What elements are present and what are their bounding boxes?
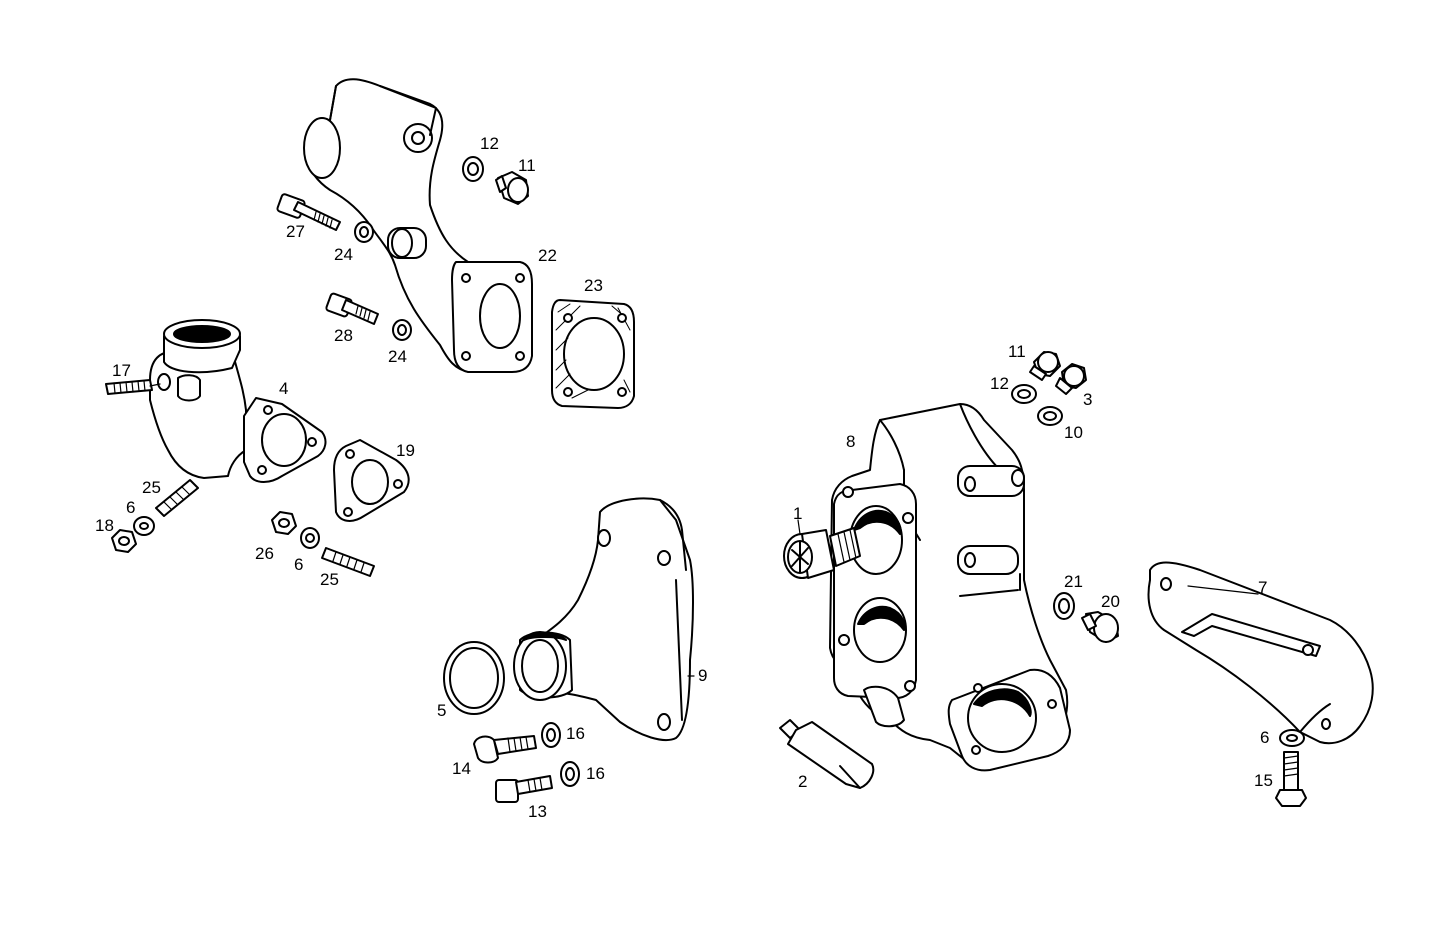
callout-6-middle: 6: [294, 555, 303, 574]
washer-part-16-upper: [541, 722, 561, 748]
callout-8: 8: [846, 432, 855, 451]
callout-12-right: 12: [990, 374, 1009, 393]
washer-part-6-right: [1279, 729, 1305, 747]
leader-lines: [149, 383, 1259, 677]
callout-22: 22: [538, 246, 557, 265]
stud-part-17: [105, 379, 153, 395]
plug-part-11-right: [1029, 351, 1061, 381]
washer-part-12-right: [1011, 384, 1037, 404]
callout-6-left: 6: [126, 498, 135, 517]
callout-19: 19: [396, 441, 415, 460]
thermostat-housing-part-8: [829, 403, 1071, 772]
callout-1: 1: [793, 504, 802, 523]
callout-24-upper: 24: [334, 245, 353, 264]
callout-21: 21: [1064, 572, 1083, 591]
washer-part-6-middle: [300, 527, 320, 549]
callout-16-upper: 16: [566, 724, 585, 743]
nut-part-18: [111, 529, 137, 553]
callout-26: 26: [255, 544, 274, 563]
washer-part-10: [1037, 406, 1063, 426]
stud-part-25-left: [155, 479, 199, 517]
callout-25-left: 25: [142, 478, 161, 497]
support-bracket-part-7: [1147, 561, 1374, 745]
callout-14: 14: [452, 759, 471, 778]
washer-part-16-lower: [560, 761, 580, 787]
callout-28: 28: [334, 326, 353, 345]
callout-16-lower: 16: [586, 764, 605, 783]
plug-part-11-upper: [495, 171, 529, 205]
plug-part-20: [1081, 611, 1119, 643]
bolt-part-27: [276, 193, 341, 231]
washer-part-21: [1053, 592, 1075, 620]
callout-2: 2: [798, 772, 807, 791]
bolt-part-28: [325, 292, 379, 325]
bolt-part-13: [495, 775, 553, 803]
elbow-pipe-part-4: [149, 319, 327, 483]
plug-part-3: [1055, 363, 1087, 395]
bolt-part-14: [473, 735, 537, 764]
bolt-part-15: [1275, 751, 1307, 807]
callout-labels: 1 2 3 4 5 6 6 6 7 8 9 10 11 11 12 12 13 …: [95, 134, 1273, 821]
washer-part-6-left: [133, 516, 155, 536]
washer-part-24-upper: [354, 221, 374, 243]
callout-18: 18: [95, 516, 114, 535]
outlet-bracket-part-9: [513, 497, 694, 741]
callout-5: 5: [437, 701, 446, 720]
callout-9: 9: [698, 666, 707, 685]
stud-part-25-right: [321, 547, 375, 577]
callout-12-upper: 12: [480, 134, 499, 153]
gasket-part-23: [551, 299, 635, 409]
gasket-part-19: [333, 439, 410, 522]
sealant-tube-part-2: [779, 719, 875, 789]
callout-20: 20: [1101, 592, 1120, 611]
callout-7: 7: [1258, 578, 1267, 597]
callout-27: 27: [286, 222, 305, 241]
callout-11-upper: 11: [518, 156, 536, 175]
callout-17: 17: [112, 361, 131, 380]
callout-6-right: 6: [1260, 728, 1269, 747]
callout-15: 15: [1254, 771, 1273, 790]
o-ring-part-5: [443, 641, 505, 715]
thermostat-part-1: [783, 527, 861, 579]
callout-11-right: 11: [1008, 342, 1026, 361]
callout-3: 3: [1083, 390, 1092, 409]
callout-13: 13: [528, 802, 547, 821]
callout-23: 23: [584, 276, 603, 295]
nut-part-26: [271, 511, 297, 535]
washer-part-24-lower: [392, 319, 412, 341]
callout-10: 10: [1064, 423, 1083, 442]
washer-part-12-upper: [462, 156, 484, 182]
callout-24-lower: 24: [388, 347, 407, 366]
callout-4: 4: [279, 379, 288, 398]
upper-manifold-part-22: [303, 78, 533, 373]
callout-25-right: 25: [320, 570, 339, 589]
